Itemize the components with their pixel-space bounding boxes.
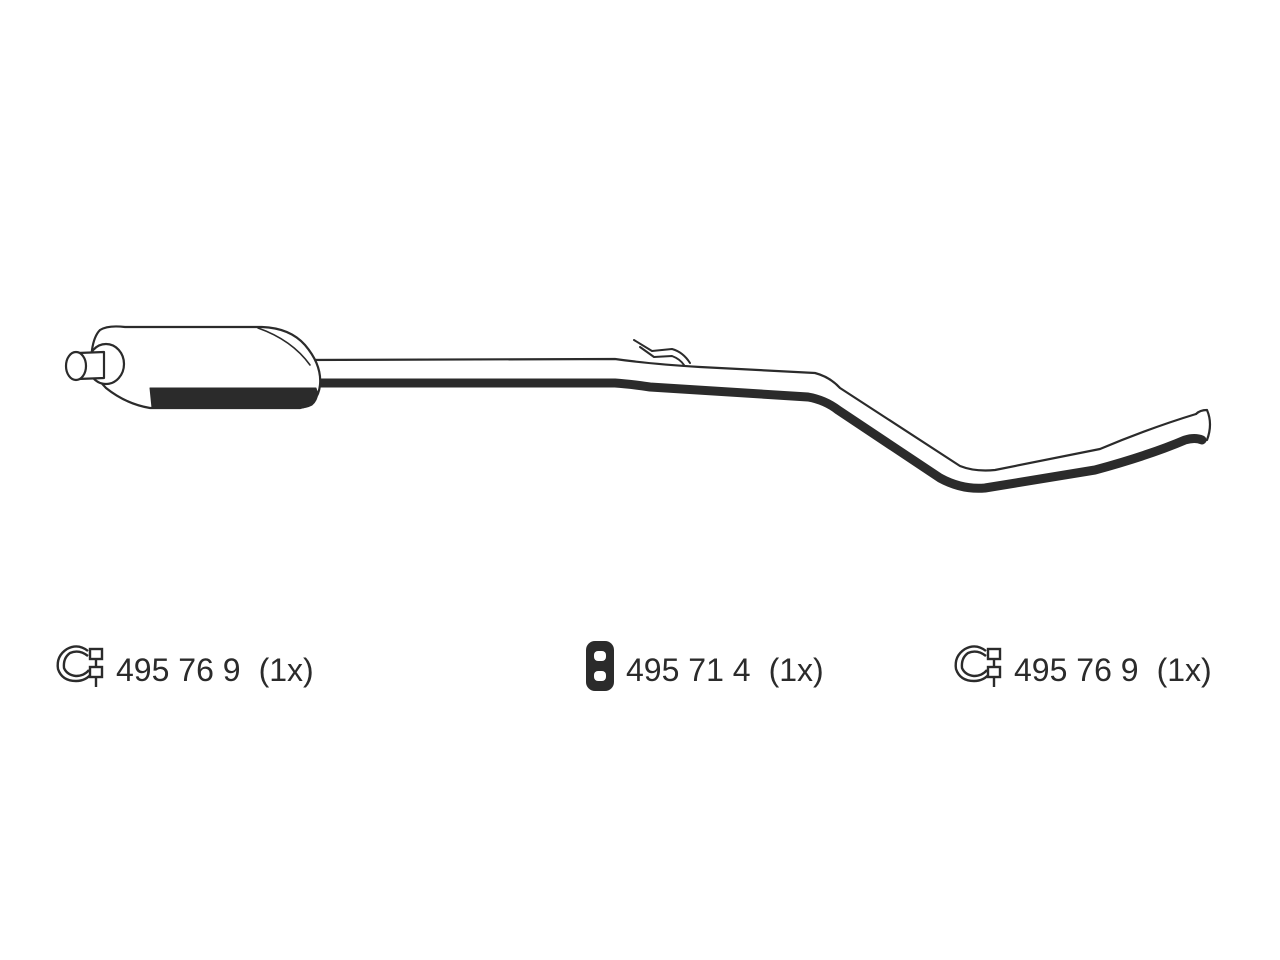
part-quantity: (1x) bbox=[258, 651, 314, 688]
part-number: 495 76 9 bbox=[1014, 651, 1139, 688]
muffler-shadow-band bbox=[149, 387, 318, 409]
pipe-outlet-end bbox=[1194, 408, 1212, 442]
inlet-pipe-opening bbox=[64, 350, 88, 382]
part-quantity: (1x) bbox=[1156, 651, 1212, 688]
clamp-icon bbox=[952, 641, 1004, 699]
exhaust-pipe-outline bbox=[298, 357, 1198, 472]
part-quantity: (1x) bbox=[768, 651, 824, 688]
exhaust-pipe-shadow bbox=[295, 378, 1207, 493]
part-item-rubber-mount: 495 71 4 (1x) bbox=[584, 640, 824, 700]
part-number: 495 71 4 bbox=[626, 651, 751, 688]
part-number: 495 76 9 bbox=[116, 651, 241, 688]
muffler-seam bbox=[257, 327, 311, 366]
hanger-bracket bbox=[633, 339, 691, 366]
part-item-clamp-left: 495 76 9 (1x) bbox=[54, 640, 314, 700]
part-item-clamp-right: 495 76 9 (1x) bbox=[952, 640, 1212, 700]
rubber-mount-icon bbox=[584, 639, 616, 701]
clamp-icon bbox=[54, 641, 106, 699]
